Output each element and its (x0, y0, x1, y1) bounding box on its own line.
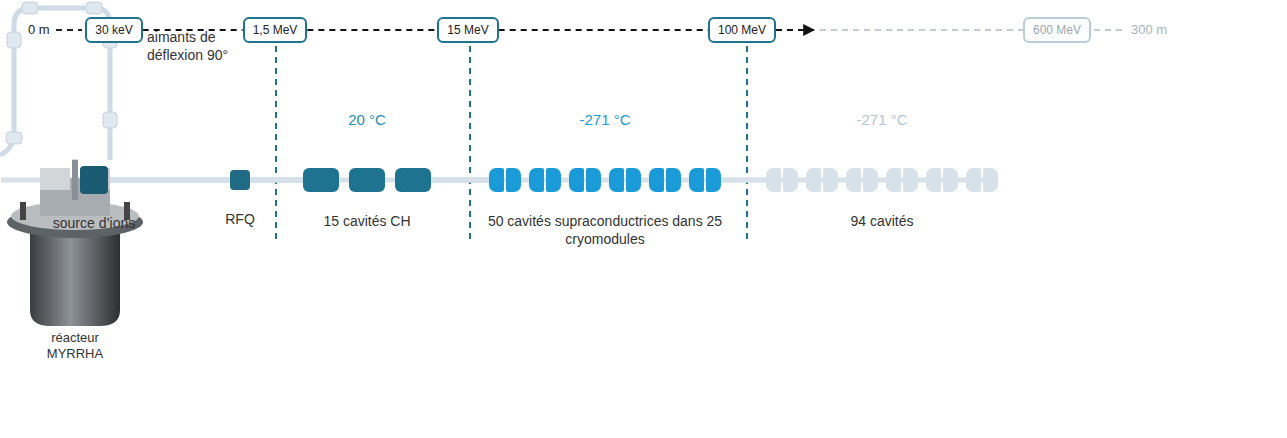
cavity (823, 168, 838, 192)
magnet (22, 2, 38, 14)
top-structure (40, 168, 70, 190)
magnet-label: aimants de déflexion 90° (147, 28, 245, 64)
rfq-block (230, 170, 250, 190)
cavity (886, 168, 901, 192)
distance-line (307, 29, 437, 31)
energy-box: 30 keV (85, 17, 142, 43)
component-label: 50 cavités supraconductrices dans 25 cry… (480, 212, 730, 248)
cavity (489, 168, 504, 192)
cavity (586, 168, 601, 192)
cryomodule (806, 168, 838, 192)
cryomodule (609, 168, 641, 192)
cryomodule (926, 168, 958, 192)
energy-box: 1,5 MeV (243, 17, 308, 43)
cavity (609, 168, 624, 192)
temperature-label: 20 °C (348, 111, 386, 128)
connector (499, 30, 708, 31)
connector (307, 30, 437, 31)
accelerator-section: RFQ (225, 170, 255, 228)
energy-box: 100 MeV (708, 17, 776, 43)
ch-cavity (349, 168, 385, 192)
energy-label: 100 MeV (718, 23, 766, 37)
reactor-illustration (0, 160, 150, 328)
cryomodule (569, 168, 601, 192)
cavity (666, 168, 681, 192)
distance-line (820, 29, 1023, 31)
energy-label: 1,5 MeV (253, 23, 298, 37)
cavity (966, 168, 981, 192)
cryomodule (766, 168, 798, 192)
cryomodule (966, 168, 998, 192)
distance-line (56, 29, 82, 31)
beam-path (0, 8, 110, 160)
cavity (943, 168, 958, 192)
cavity (983, 168, 998, 192)
cryomodule (886, 168, 918, 192)
magnet (103, 112, 117, 128)
cavity (863, 168, 878, 192)
pump (124, 202, 130, 220)
component-shape (766, 168, 998, 192)
component-label: 15 cavités CH (323, 212, 410, 230)
magnet (103, 32, 117, 48)
cavity (766, 168, 781, 192)
cryomodule (649, 168, 681, 192)
energy-label: 15 MeV (447, 23, 488, 37)
component-label: source d’ions (53, 214, 136, 232)
connector (776, 30, 1023, 31)
cryomodule (529, 168, 561, 192)
cavity (783, 168, 798, 192)
cavity (649, 168, 664, 192)
magnet (86, 2, 102, 14)
energy-label: 30 keV (95, 23, 132, 37)
cavity (846, 168, 861, 192)
distance-line (1094, 29, 1126, 31)
ch-cavity (303, 168, 339, 192)
distance-label: 300 m (1131, 22, 1167, 37)
component-shape (230, 170, 250, 190)
component-shape (489, 168, 721, 192)
cryomodule (846, 168, 878, 192)
section-divider (276, 46, 747, 242)
distance-line (499, 29, 708, 31)
accelerator-section: -271 °C 94 cavités (766, 111, 998, 230)
pump (20, 202, 26, 220)
distance-label: 0 m (28, 22, 50, 37)
ch-cavity (395, 168, 431, 192)
accelerator-section: -271 °C 50 cavités supraconductrices dans… (480, 111, 730, 248)
energy-label: 600 MeV (1033, 23, 1081, 37)
accelerator-section: source d’ions (53, 166, 136, 232)
cavity (506, 168, 521, 192)
accelerator-section: 20 °C 15 cavités CH (303, 111, 431, 230)
cavity (689, 168, 704, 192)
component-label: 94 cavités (850, 212, 913, 230)
distance-line (776, 29, 814, 31)
component-shape (80, 166, 108, 194)
vessel (30, 230, 120, 326)
magnet (6, 132, 22, 144)
energy-box: 600 MeV (1023, 17, 1091, 43)
temperature-label: -271 °C (579, 111, 630, 128)
cavity (546, 168, 561, 192)
cryomodule (689, 168, 721, 192)
cavity (806, 168, 821, 192)
cavity (626, 168, 641, 192)
cavity (926, 168, 941, 192)
cavity (569, 168, 584, 192)
magnet (7, 32, 21, 48)
energy-box: 15 MeV (437, 17, 498, 43)
reactor: réacteur MYRRHA (0, 160, 150, 361)
cavity (529, 168, 544, 192)
reactor-label: réacteur MYRRHA (30, 330, 120, 361)
ion-source (80, 166, 108, 194)
top-structure (80, 168, 110, 190)
cryomodule (489, 168, 521, 192)
cavity (706, 168, 721, 192)
cavity (903, 168, 918, 192)
temperature-label: -271 °C (856, 111, 907, 128)
component-label: RFQ (225, 210, 255, 228)
beam-pipe (72, 160, 78, 200)
component-shape (303, 168, 431, 192)
